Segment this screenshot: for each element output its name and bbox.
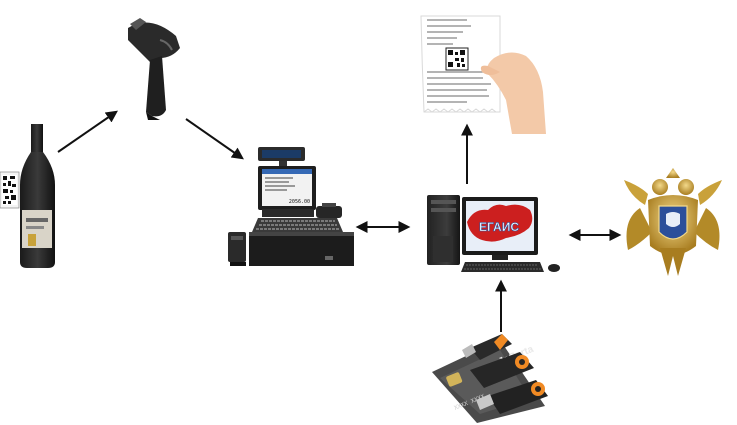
- emblem-shield-icon: [658, 205, 688, 240]
- usb-token-middle: [470, 352, 534, 388]
- pos-display-total: 2056.00: [289, 199, 310, 205]
- usb-token-bottom: [476, 380, 548, 414]
- receipt-qr-icon: [445, 47, 469, 71]
- pos-terminal-icon: 2056.00: [228, 147, 354, 266]
- emblem-eagle-icon: [624, 168, 722, 276]
- egais-computer-icon: ЕГАИС: [427, 195, 560, 272]
- usb-token-top: [462, 334, 512, 360]
- pos-keyboard: [252, 218, 343, 232]
- hand-icon: [480, 52, 546, 134]
- pc-tower: [427, 195, 460, 265]
- arrow-scanner-to-pos: [185, 118, 244, 160]
- barcode-scanner-icon: [128, 18, 180, 120]
- russia-map-icon: [467, 204, 533, 242]
- keyboard: [461, 262, 544, 272]
- egais-label: ЕГАИС: [479, 220, 519, 234]
- monitor: ЕГАИС: [462, 197, 538, 260]
- wine-bottle-icon: [0, 124, 55, 268]
- receipt-icon: [420, 15, 546, 134]
- arrow-bottle-to-scanner: [57, 110, 118, 153]
- jacarta-token-icon: JaCarta XXXX XXXX: [432, 334, 548, 423]
- mouse: [548, 264, 560, 272]
- cash-drawer: [249, 232, 354, 266]
- customer-display: [258, 147, 305, 170]
- excise-stamp-qr-icon: [2, 175, 17, 205]
- receipt-printer: [228, 232, 246, 266]
